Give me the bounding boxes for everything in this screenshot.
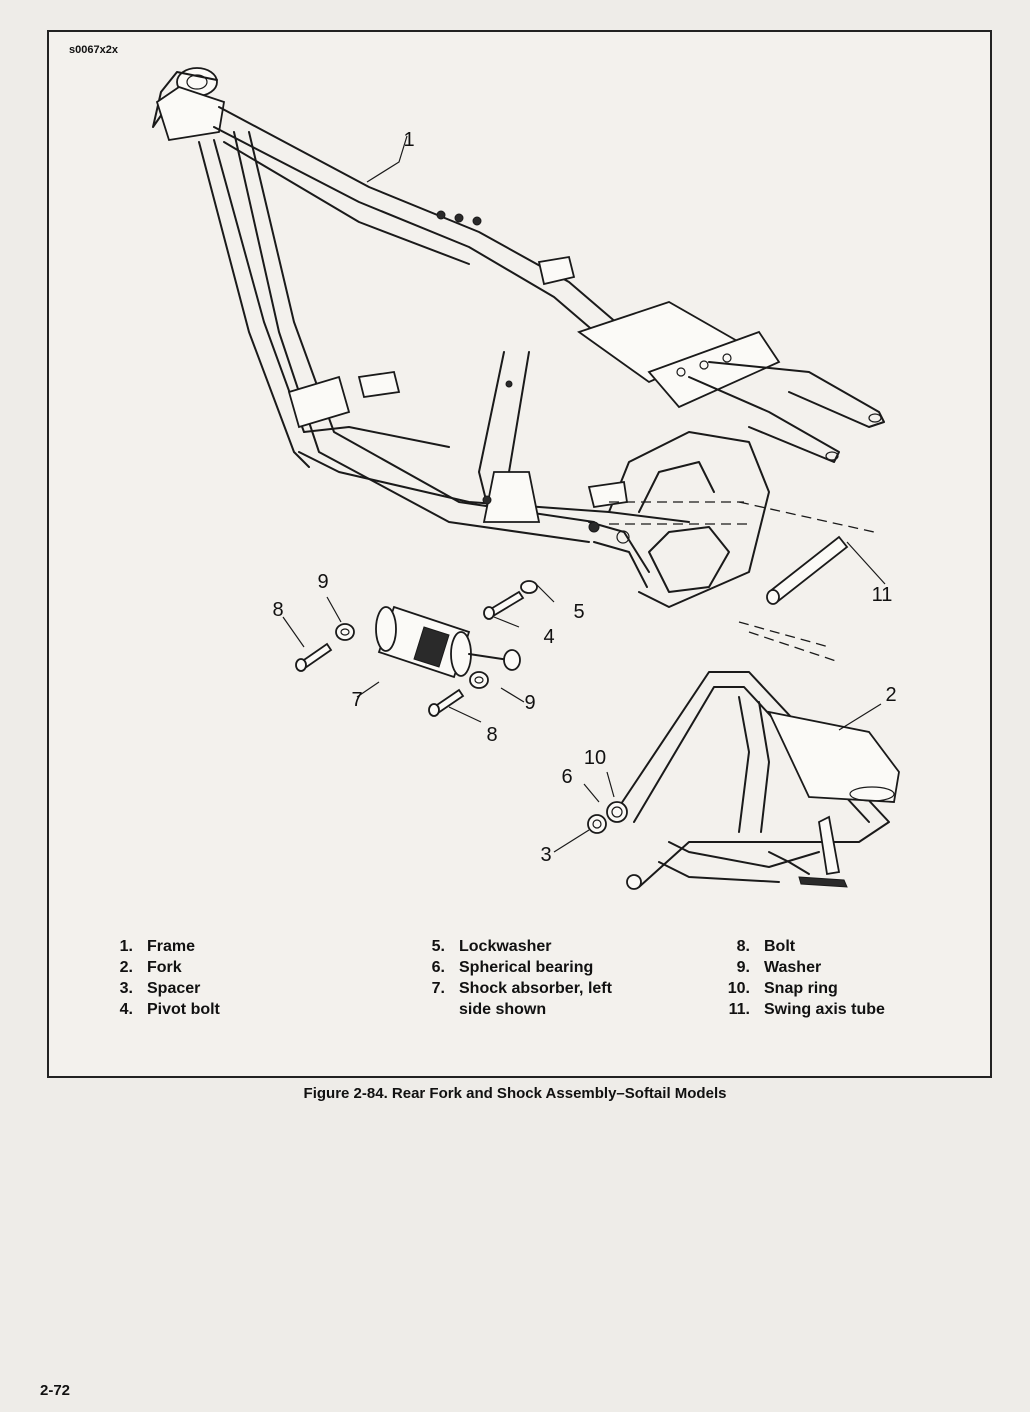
callout-bolt-upper: 8 bbox=[272, 599, 284, 621]
callout-frame: 1 bbox=[403, 129, 415, 151]
callout-snap-ring: 10 bbox=[583, 747, 607, 769]
swing-axis-tube-drawing bbox=[609, 501, 886, 663]
legend-item: 5.Lockwasher bbox=[431, 938, 552, 955]
callout-spacer: 3 bbox=[540, 844, 552, 866]
frame-drawing bbox=[152, 67, 885, 608]
legend-column-1: 1.Frame 2.Fork 3.Spacer 4.Pivot bolt bbox=[99, 936, 220, 1020]
page-number: 2-72 bbox=[40, 1382, 71, 1399]
shock-absorber-drawing bbox=[282, 580, 555, 723]
legend-item: 3.Spacer bbox=[119, 980, 201, 997]
callout-washer-lower: 9 bbox=[524, 692, 536, 714]
legend-column-2: 5.Lockwasher 6.Spherical bearing 7.Shock… bbox=[411, 936, 612, 1020]
callout-lockwasher: 5 bbox=[573, 601, 585, 623]
callout-fork: 2 bbox=[885, 684, 897, 706]
callout-swing-axis-tube: 11 bbox=[871, 584, 893, 606]
legend-item: 1.Frame bbox=[119, 938, 196, 955]
figure-caption: Figure 2-84. Rear Fork and Shock Assembl… bbox=[303, 1085, 727, 1102]
legend-column-3: 8.Bolt 9.Washer 10.Snap ring 11.Swing ax… bbox=[716, 936, 885, 1020]
figure-id: s0067x2x bbox=[69, 44, 118, 56]
callout-washer-upper: 9 bbox=[317, 571, 329, 593]
legend-item: 7.Shock absorber, left side shown bbox=[431, 980, 612, 1018]
legend-item: 9.Washer bbox=[736, 959, 822, 976]
legend-item: 4.Pivot bolt bbox=[119, 1001, 220, 1018]
figure-box: s0067x2x bbox=[47, 30, 992, 1078]
legend-item: 6.Spherical bearing bbox=[431, 959, 594, 976]
legend-item: 2.Fork bbox=[119, 959, 182, 976]
fork-drawing bbox=[553, 671, 900, 890]
callout-pivot-bolt: 4 bbox=[543, 626, 555, 648]
legend-item: 10.Snap ring bbox=[727, 980, 838, 997]
callout-spherical-bearing: 6 bbox=[561, 766, 573, 788]
frame-fork-illustration bbox=[152, 67, 900, 890]
callout-bolt-lower: 8 bbox=[486, 724, 498, 746]
callout-shock-absorber: 7 bbox=[351, 689, 363, 711]
legend-item: 8.Bolt bbox=[736, 938, 796, 955]
legend-item: 11.Swing axis tube bbox=[728, 1001, 885, 1018]
